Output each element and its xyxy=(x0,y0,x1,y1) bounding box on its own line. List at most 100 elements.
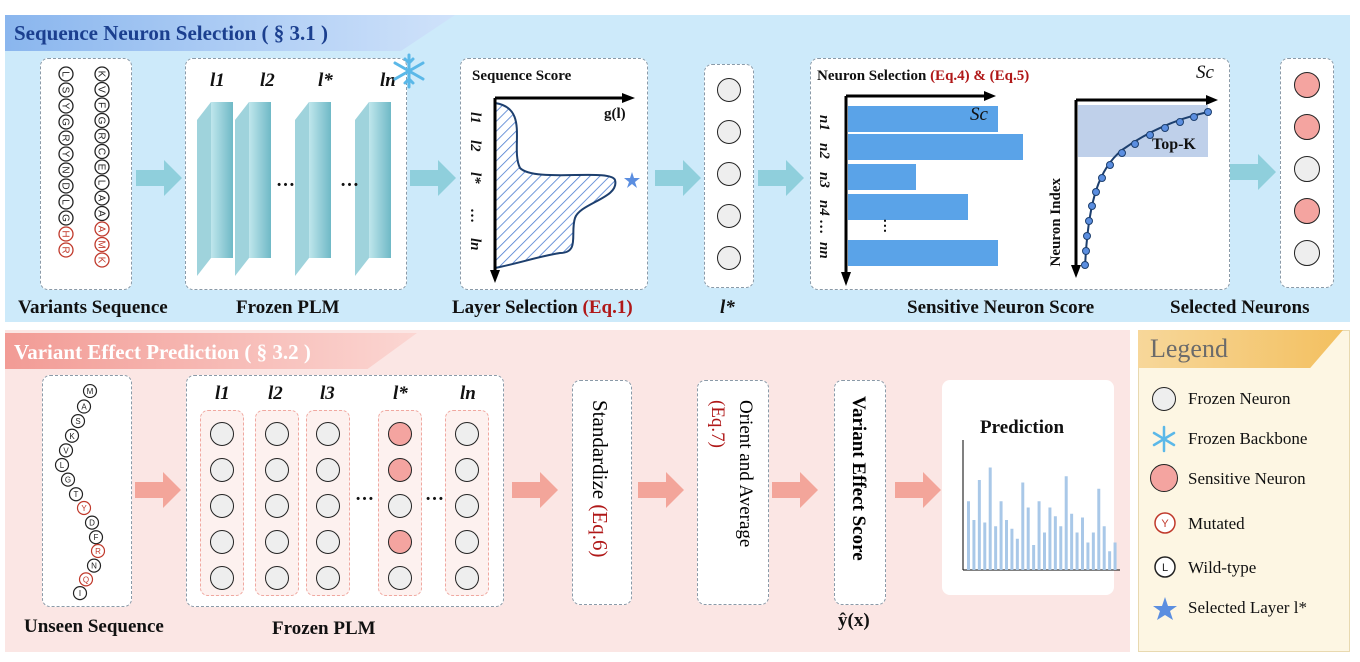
legend-sensitive-neuron-icon xyxy=(1150,464,1178,492)
sequence-residue-letter: E xyxy=(96,164,107,171)
sequence-residue xyxy=(58,114,74,130)
legend-title: Legend xyxy=(1150,334,1228,363)
sensitive-neuron xyxy=(388,422,412,446)
frozen-neuron xyxy=(316,494,340,518)
legend-banner xyxy=(1138,330,1343,368)
neuron-score-bar xyxy=(848,240,998,266)
topk-point xyxy=(1204,108,1212,116)
lstar-neuron xyxy=(717,78,741,102)
sequence-residue xyxy=(94,159,110,175)
sequence-residue-letter: N xyxy=(60,166,71,173)
sequence-residue-letter: R xyxy=(96,132,107,139)
selected-frozen-neuron xyxy=(1294,240,1320,266)
orient-average-box xyxy=(697,380,769,605)
bottom-layer-l3: l3 xyxy=(320,383,335,404)
topk-point xyxy=(1088,202,1096,210)
legend-selected-layer: Selected Layer l* xyxy=(1188,598,1307,617)
y-hat-label: ŷ(x) xyxy=(838,610,870,631)
sensitive-neuron xyxy=(388,530,412,554)
sequence-residue xyxy=(94,205,110,222)
topk-point xyxy=(1098,174,1106,182)
topk-point xyxy=(1092,188,1100,196)
wildtype-residue xyxy=(84,515,100,530)
lstar-neuron xyxy=(717,120,741,144)
prediction-bar xyxy=(1086,542,1090,570)
selected-sensitive-neuron xyxy=(1294,72,1320,98)
variant-score-box xyxy=(834,380,886,605)
prediction-bar xyxy=(999,501,1003,570)
prediction-bar xyxy=(1113,542,1117,570)
topk-point xyxy=(1118,149,1126,157)
legend-wildtype-icon: L xyxy=(1154,556,1176,578)
neuron-score-bar xyxy=(848,134,1023,160)
legend-mutated: Mutated xyxy=(1188,514,1245,533)
frozen-neuron xyxy=(265,566,289,590)
topk-point xyxy=(1161,124,1169,132)
prediction-bar xyxy=(972,520,976,570)
plm-layer-slab-side xyxy=(355,102,369,276)
frozen-neuron xyxy=(455,566,479,590)
wildtype-residue xyxy=(70,414,86,429)
top-banner xyxy=(5,15,455,51)
prediction-bar xyxy=(1102,526,1106,570)
sequence-residue-letter: L xyxy=(60,199,71,205)
wildtype-residue xyxy=(60,472,76,487)
sequence-residue-letter: G xyxy=(60,214,71,222)
layer-dots-1: … xyxy=(276,170,295,191)
sequence-residue xyxy=(58,178,74,194)
label-selected-neurons: Selected Neurons xyxy=(1170,297,1310,318)
residue-letter: I xyxy=(79,589,81,598)
residue-letter: A xyxy=(81,403,87,412)
frozen-neuron xyxy=(265,458,289,482)
prediction-bar xyxy=(994,526,998,570)
label-frozen-plm-top: Frozen PLM xyxy=(236,297,340,318)
arrow-b2 xyxy=(512,472,558,508)
sc-top-label: Sc xyxy=(1196,62,1214,83)
topk-point xyxy=(1083,232,1091,240)
prediction-bar xyxy=(977,480,981,570)
bottom-banner-title: Variant Effect Prediction ( § 3.2 ) xyxy=(14,340,311,364)
mutated-residue xyxy=(78,572,94,587)
frozen-neuron xyxy=(210,530,234,554)
prediction-bar xyxy=(1005,520,1008,570)
layer-label-ln: ln xyxy=(380,70,396,91)
lstar-neuron xyxy=(717,162,741,186)
neuron-score-bar xyxy=(848,164,916,190)
bar-label-n1: n1 xyxy=(816,115,832,131)
sequence-residue xyxy=(58,130,74,146)
sequence-residue-letter: K xyxy=(96,71,107,78)
plm-layer-slab xyxy=(249,102,271,258)
selected-sensitive-neuron xyxy=(1294,198,1320,224)
bottom-layer-l2: l2 xyxy=(268,383,283,404)
sequence-score-title: Sequence Score xyxy=(472,68,572,84)
sequence-residue xyxy=(94,143,110,160)
neuron-index-label: Neuron Index xyxy=(1048,178,1064,267)
frozen-neuron xyxy=(316,458,340,482)
arrow-1 xyxy=(136,160,182,196)
sequence-residue-letter: D xyxy=(60,182,71,189)
plm-layer-slab-side xyxy=(197,102,211,276)
prediction-bar xyxy=(1091,532,1095,570)
sequence-residue-letter: K xyxy=(96,257,107,264)
sequence-residue xyxy=(58,242,74,258)
legend-snowflake-icon xyxy=(1152,425,1176,453)
score-y-l2: l2 xyxy=(467,140,483,152)
bar-ellipsis: ⋮ xyxy=(878,219,892,234)
bottom-layer-ln: ln xyxy=(460,383,476,404)
bottom-banner xyxy=(5,333,417,369)
wildtype-residue xyxy=(86,558,102,573)
topk-label: Top-K xyxy=(1152,136,1196,153)
bottom-layer-lstar: l* xyxy=(393,383,408,404)
arrow-6 xyxy=(1230,154,1276,190)
sequence-residue xyxy=(58,210,74,226)
arrow-b5 xyxy=(895,472,941,508)
prediction-bar xyxy=(1097,488,1101,570)
label-variants-sequence: Variants Sequence xyxy=(18,297,168,318)
plm-layer-slab xyxy=(211,102,233,258)
arrow-3 xyxy=(655,160,701,196)
bar-label-nn: nn xyxy=(816,242,832,259)
neuron-selection-title: Neuron Selection (Eq.4) & (Eq.5) xyxy=(817,68,1030,84)
score-y-l1: l1 xyxy=(467,112,483,124)
orient-average-label: Orient and Average xyxy=(735,400,756,548)
